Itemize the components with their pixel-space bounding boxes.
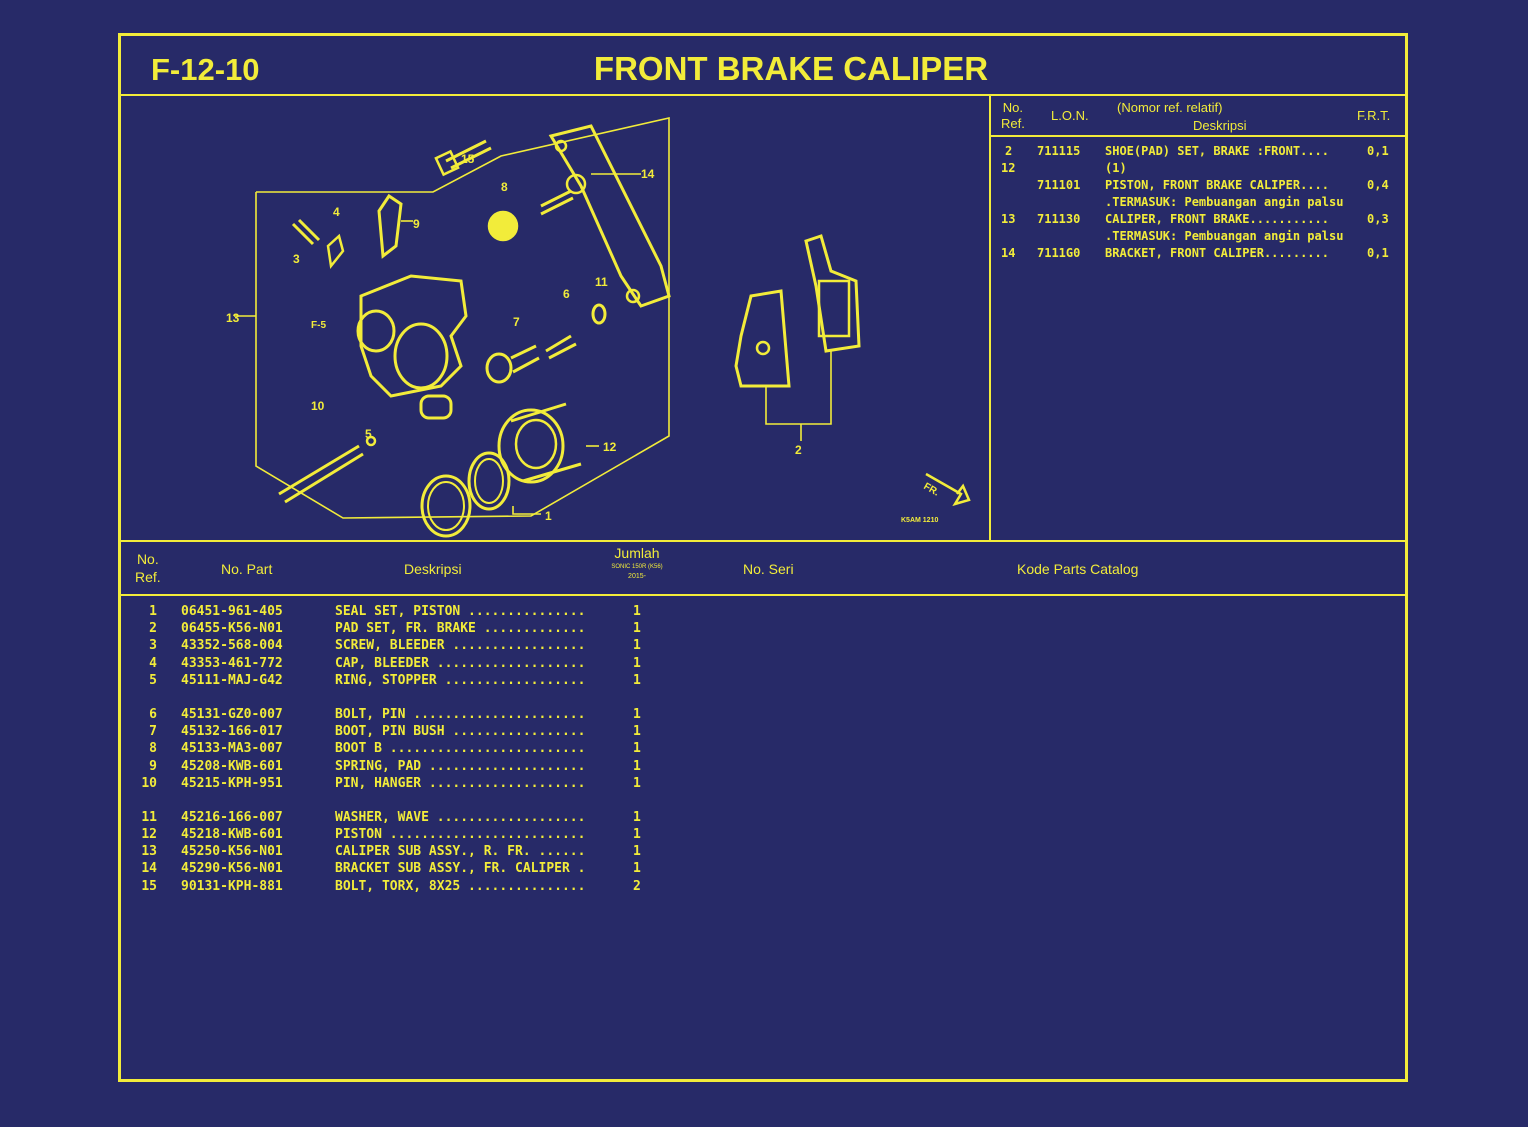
ref-header-no-ref: No. Ref. <box>1001 100 1025 131</box>
callout-15: 15 <box>461 152 475 166</box>
ref-row: 12(1) <box>1001 161 1127 175</box>
callout-5: 5 <box>365 427 372 441</box>
ref-header-nomor: (Nomor ref. relatif) <box>1117 100 1223 115</box>
callout-fr: FR. <box>922 481 942 499</box>
assembly-outline <box>255 116 670 519</box>
piston-part <box>497 408 565 484</box>
callout-13: 13 <box>226 311 240 325</box>
callout-7: 7 <box>513 315 520 329</box>
pad-left-part <box>734 289 791 388</box>
callout-8: 8 <box>501 180 508 194</box>
callout-3: 3 <box>293 252 300 266</box>
parts-header-no-seri: No. Seri <box>743 561 794 577</box>
callout-12: 12 <box>603 440 617 454</box>
bracket-part <box>548 124 671 308</box>
exploded-diagram: 15 14 8 4 9 3 13 F-5 7 6 11 10 5 12 1 2 … <box>121 96 989 540</box>
pad-right-part <box>804 234 861 353</box>
jumlah-model: SONIC 150R (K56) <box>611 564 663 570</box>
spring-pad-part <box>377 193 403 259</box>
callout-11: 11 <box>595 275 608 289</box>
ref-header-divider <box>989 135 1405 137</box>
front-arrow-icon <box>925 472 971 507</box>
page-title: FRONT BRAKE CALIPER <box>593 50 989 87</box>
callout-f5: F-5 <box>311 320 326 331</box>
callout-1: 1 <box>545 509 552 523</box>
parts-header-no-part: No. Part <box>221 561 273 577</box>
ref-row: .TERMASUK: Pembuangan angin palsu <box>1105 229 1344 243</box>
pin-bolt-part <box>545 334 577 360</box>
group-gap <box>121 793 821 810</box>
callout-6: 6 <box>563 287 570 301</box>
jumlah-year: 2015- <box>628 573 646 580</box>
callout-9: 9 <box>413 217 420 231</box>
parts-header-bottom <box>121 594 1405 596</box>
ref-header-lon: L.O.N. <box>1051 108 1089 123</box>
ref-header-deskripsi: Deskripsi <box>1193 118 1247 133</box>
callout-4: 4 <box>333 205 340 219</box>
boot-pin-bush-part <box>485 352 513 384</box>
callout-14: 14 <box>641 167 655 181</box>
parts-header-deskripsi: Deskripsi <box>404 561 462 577</box>
parts-header-top <box>121 540 1405 542</box>
parts-header-no-ref: No. Ref. <box>135 551 161 585</box>
seal-large-part <box>420 474 472 538</box>
diagram-divider <box>989 94 991 540</box>
ref-header-frt: F.R.T. <box>1357 108 1391 123</box>
parts-header-jumlah: Jumlah SONIC 150R (K56) 2015- <box>601 544 673 582</box>
bleeder-part <box>291 218 321 246</box>
callout-2: 2 <box>795 443 802 457</box>
callout-10: 10 <box>311 399 325 413</box>
jumlah-label: Jumlah <box>614 545 660 561</box>
parts-header-kode: Kode Parts Catalog <box>1017 561 1139 577</box>
boot-b-part <box>487 210 519 242</box>
caliper-body-part <box>359 274 468 398</box>
ref-row: .TERMASUK: Pembuangan angin palsu <box>1105 195 1344 209</box>
group-gap <box>121 690 821 707</box>
diagram-code: K5AM 1210 <box>901 517 938 524</box>
pin-hanger-part <box>278 444 364 504</box>
catalog-frame: F-12-10 FRONT BRAKE CALIPER <box>118 33 1408 1082</box>
page-code: F-12-10 <box>151 52 260 87</box>
seal-small-part <box>467 451 511 511</box>
header-divider <box>121 94 1405 96</box>
